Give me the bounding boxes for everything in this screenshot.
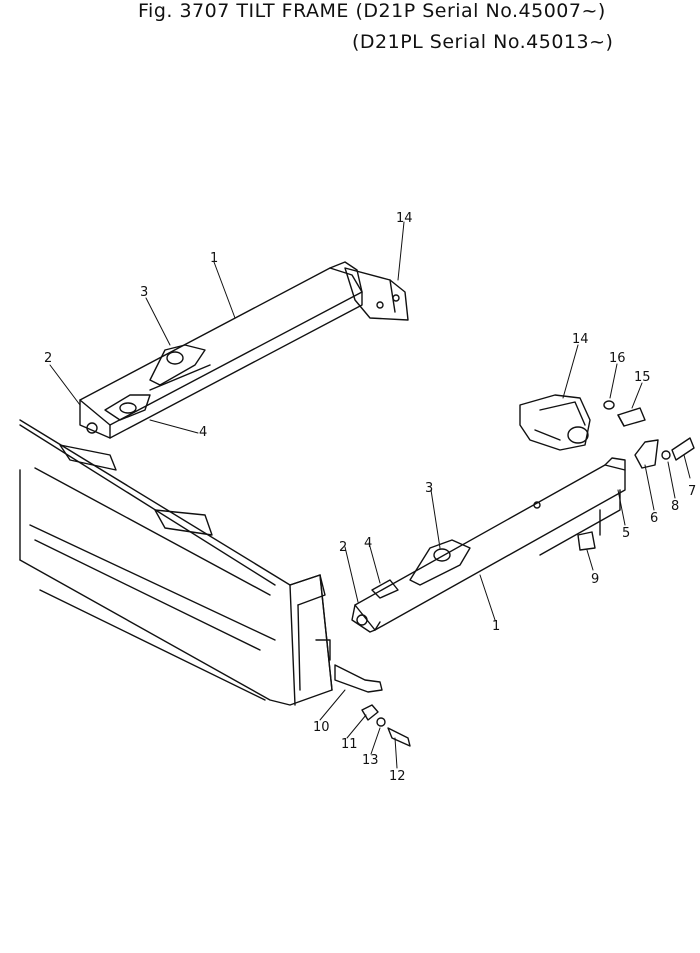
bolt-and-washer-15-16: [603, 400, 646, 427]
upper-frame-arm: [79, 261, 409, 439]
callout-12: 12: [389, 769, 406, 784]
figure-subtitle: (D21PL Serial No.45013~): [352, 31, 614, 53]
block-9: [577, 531, 596, 551]
callout-11: 11: [341, 737, 358, 752]
figure-title: Fig. 3707 TILT FRAME (D21P Serial No.450…: [138, 0, 606, 22]
callout-3-lower: 3: [425, 481, 433, 496]
cap-bolt-washer-6-7-8: [634, 437, 695, 469]
callout-2-lower: 2: [339, 540, 347, 555]
callout-3-upper: 3: [140, 285, 148, 300]
callout-10: 10: [313, 720, 330, 735]
callout-4-upper: 4: [199, 425, 207, 440]
callout-4-lower: 4: [364, 536, 372, 551]
callout-2-upper: 2: [44, 351, 52, 366]
callout-7: 7: [688, 484, 696, 499]
callout-14-right: 14: [572, 332, 589, 347]
callout-13: 13: [362, 753, 379, 768]
callout-16: 16: [609, 351, 626, 366]
callout-8: 8: [671, 499, 679, 514]
leader-lines: [49, 221, 691, 769]
callout-14-upper: 14: [396, 211, 413, 226]
dozer-blade: [19, 419, 333, 706]
callout-1-upper: 1: [210, 251, 218, 266]
pin-and-fasteners-10-11-12-13: [334, 664, 411, 747]
lower-frame-arm: [351, 457, 626, 633]
callout-5: 5: [622, 526, 630, 541]
callout-9: 9: [591, 572, 599, 587]
callout-1-lower: 1: [492, 619, 500, 634]
figure-header: Fig. 3707 TILT FRAME (D21P Serial No.450…: [0, 0, 700, 60]
callout-6: 6: [650, 511, 658, 526]
trunnion-bracket: [519, 394, 591, 451]
callout-15: 15: [634, 370, 651, 385]
